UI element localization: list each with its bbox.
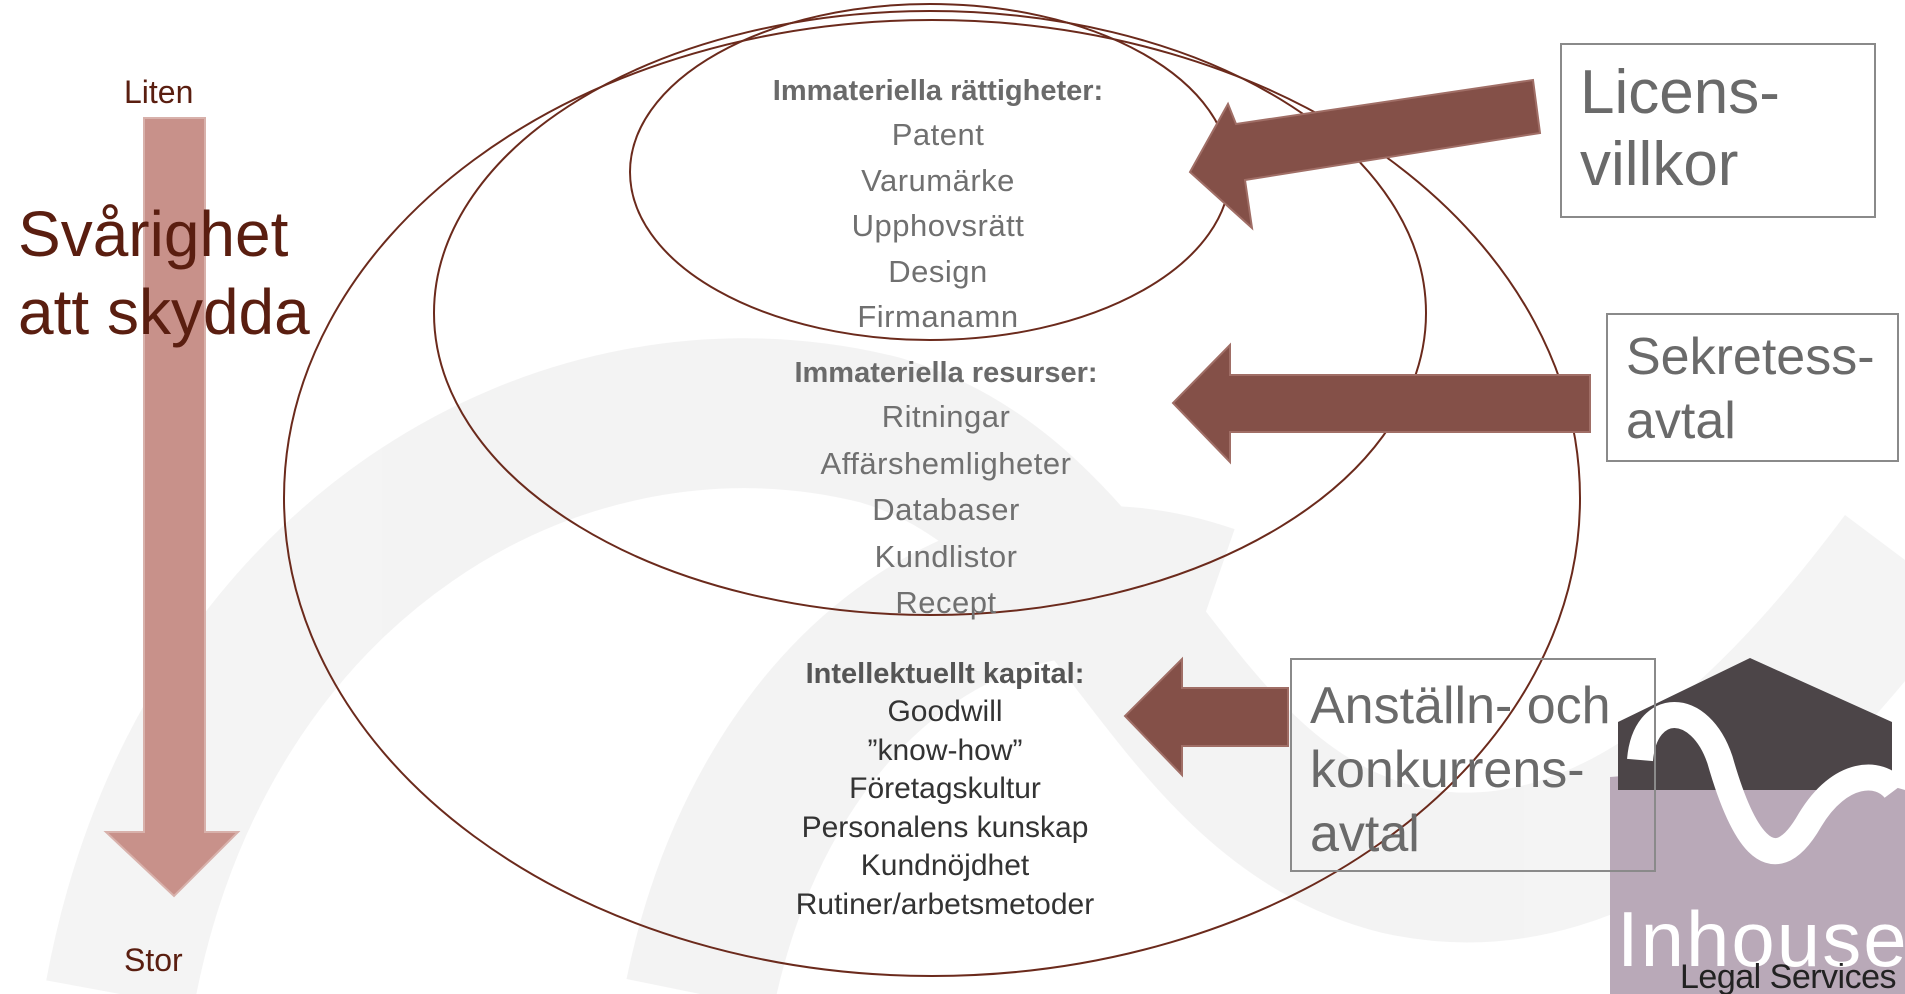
licens-line2: villkor: [1580, 130, 1739, 199]
capital-item: Goodwill: [887, 695, 1003, 728]
sekretess-line2: avtal: [1626, 392, 1736, 450]
resources-item: Affärshemligheter: [820, 445, 1072, 481]
rights-item: Patent: [891, 117, 985, 152]
rights-item: Design: [888, 253, 988, 289]
resources-group: Immateriella resurser: Ritningar Affärsh…: [706, 352, 1186, 627]
axis-bottom-label: Stor: [124, 942, 183, 978]
anstallning-line3: avtal: [1310, 805, 1420, 863]
logo-name: Inhouse: [1617, 895, 1905, 983]
licens-arrow: [1188, 78, 1542, 231]
rights-item: Upphovsrätt: [851, 208, 1025, 243]
rights-group: Immateriella rättigheter: Patent Varumär…: [698, 70, 1178, 340]
difficulty-arrow: [103, 117, 241, 898]
licens-box: Licens- villkor: [1560, 43, 1876, 218]
capital-item: Företagskultur: [849, 772, 1041, 805]
capital-group: Intellektuellt kapital: Goodwill ”know-h…: [705, 655, 1185, 924]
resources-item: Kundlistor: [874, 538, 1018, 574]
sekretess-box: Sekretess- avtal: [1606, 313, 1899, 462]
sekretess-arrow: [1171, 342, 1591, 465]
licens-line1: Licens-: [1580, 58, 1780, 127]
middle-ellipse: [433, 10, 1427, 616]
resources-item: Recept: [895, 585, 997, 620]
rights-item: Firmanamn: [857, 299, 1019, 334]
anstallning-box: Anställn- och konkurrens- avtal: [1290, 658, 1656, 872]
capital-heading: Intellektuellt kapital:: [805, 658, 1085, 690]
axis-title-line2: att skydda: [18, 276, 310, 348]
capital-item: Kundnöjdhet: [860, 849, 1030, 882]
anstallning-line1: Anställn- och: [1310, 677, 1611, 735]
rights-item: Varumärke: [861, 162, 1015, 198]
capital-item: Personalens kunskap: [801, 810, 1089, 844]
sekretess-line1: Sekretess-: [1626, 328, 1875, 386]
rights-heading: Immateriella rättigheter:: [772, 75, 1104, 107]
resources-item: Ritningar: [881, 399, 1011, 434]
capital-item: ”know-how”: [867, 733, 1023, 767]
axis-top-label: Liten: [124, 74, 194, 110]
capital-item: Rutiner/arbetsmetoder: [795, 887, 1095, 921]
logo-mark: [1610, 658, 1905, 994]
anstallning-line2: konkurrens-: [1310, 741, 1585, 799]
axis-title-line1: Svårighet: [18, 198, 289, 270]
logo-subtitle: Legal Services: [1680, 958, 1897, 994]
outer-ellipse: [283, 19, 1581, 977]
resources-item: Databaser: [872, 492, 1020, 527]
resources-heading: Immateriella resurser:: [794, 357, 1098, 389]
anstallning-arrow: [1123, 656, 1289, 778]
axis-title: Svårighet att skydda: [18, 195, 310, 351]
